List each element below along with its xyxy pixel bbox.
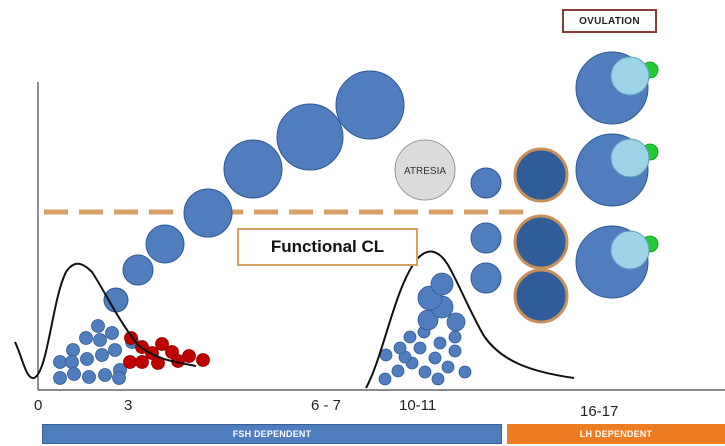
atretic-follicle (182, 349, 196, 363)
selected-follicle (470, 167, 502, 199)
selected-follicle (470, 262, 502, 294)
wave2-small-follicle (448, 344, 462, 358)
lh-dependent-bar: LH DEPENDENT (507, 424, 725, 444)
atretic-follicle (123, 355, 137, 369)
wave2-small-follicle (403, 330, 417, 344)
wave2-small-follicle (413, 341, 427, 355)
wave2-small-follicle (448, 330, 462, 344)
recruited-follicle (112, 371, 126, 385)
wave2-small-follicle (428, 351, 442, 365)
wave2-small-follicle (433, 336, 447, 350)
dominant-follicle (145, 224, 185, 264)
atretic-dominant-follicle (394, 139, 456, 201)
atretic-follicle (155, 337, 169, 351)
recruited-follicle (53, 355, 67, 369)
wave2-small-follicle (379, 348, 393, 362)
recruited-follicle (108, 343, 122, 357)
wave2-small-follicle (441, 360, 455, 374)
dominant-follicle (223, 139, 283, 199)
wave2-small-follicle (378, 372, 392, 386)
wave2-growing-follicle (430, 272, 454, 296)
x-tick-day-6-7: 6 - 7 (311, 397, 342, 414)
recruited-follicle (67, 367, 81, 381)
x-tick-day-3: 3 (124, 397, 133, 414)
atretic-follicle (196, 353, 210, 367)
atretic-follicle (135, 355, 149, 369)
recruited-follicle (65, 355, 79, 369)
dominant-follicle (183, 188, 233, 238)
ovulatory-dominant-follicle (513, 214, 569, 270)
fsh-curve-wave1 (14, 262, 197, 379)
wave2-small-follicle (458, 365, 472, 379)
x-tick-day-10-11: 10-11 (399, 397, 437, 414)
dominant-follicle (276, 103, 344, 171)
recruited-follicle (95, 348, 109, 362)
recruited-follicle (82, 370, 96, 384)
ovulatory-dominant-follicle (513, 268, 569, 324)
x-tick-day-16-17: 16-17 (580, 403, 619, 420)
cumulus-oocyte-complex (610, 138, 650, 178)
selected-follicle (470, 222, 502, 254)
recruited-follicle (66, 343, 80, 357)
recruited-follicle (53, 371, 67, 385)
fsh-curve-group (14, 250, 575, 389)
wave2-small-follicle (393, 341, 407, 355)
wave2-small-follicle (391, 364, 405, 378)
recruited-follicle (93, 333, 107, 347)
follicle-group (53, 51, 659, 386)
recruited-follicle (79, 331, 93, 345)
fsh-dependent-bar: FSH DEPENDENT (42, 424, 502, 444)
recruited-follicle (98, 368, 112, 382)
recruited-follicle (91, 319, 105, 333)
recruited-follicle (80, 352, 94, 366)
cumulus-oocyte-complex (610, 56, 650, 96)
fsh-curve-wave2 (365, 250, 575, 389)
wave2-growing-follicle (446, 312, 466, 332)
ovulatory-dominant-follicle (513, 147, 569, 203)
cumulus-oocyte-complex (610, 230, 650, 270)
ovulation-label: OVULATION (562, 9, 657, 33)
recruited-follicle (105, 326, 119, 340)
atresia-label: ATRESIA (403, 165, 447, 177)
dominant-follicle (335, 70, 405, 140)
wave2-small-follicle (431, 372, 445, 386)
functional-cl-label: Functional CL (237, 228, 418, 266)
x-tick-day-0: 0 (34, 397, 43, 414)
wave2-small-follicle (418, 365, 432, 379)
dominant-follicle (122, 254, 154, 286)
